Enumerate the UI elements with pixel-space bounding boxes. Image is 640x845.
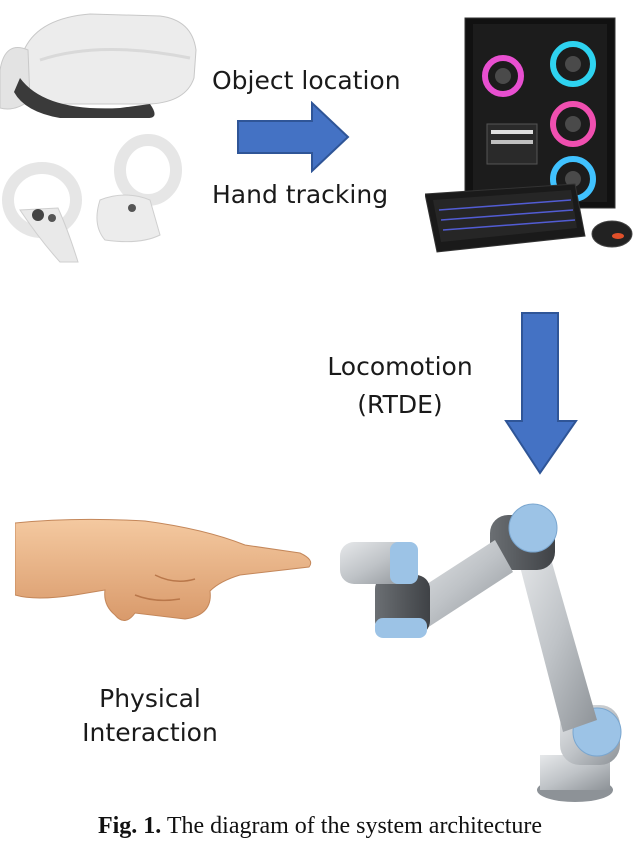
pointing-hand-image xyxy=(15,518,312,621)
figure-caption: Fig. 1. The diagram of the system archit… xyxy=(0,813,640,840)
object-location-label: Object location xyxy=(212,66,401,95)
robot-arm-image xyxy=(340,503,622,802)
caption-text: The diagram of the system architecture xyxy=(166,813,543,839)
down-arrow-icon xyxy=(504,312,578,475)
locomotion-label: Locomotion xyxy=(327,352,473,381)
physical-label: Physical xyxy=(99,684,201,713)
right-arrow-icon xyxy=(237,101,350,173)
hand-tracking-label: Hand tracking xyxy=(212,180,389,209)
rtde-label: (RTDE) xyxy=(357,390,443,419)
computer-image xyxy=(425,17,633,253)
interaction-label: Interaction xyxy=(82,718,218,747)
caption-prefix: Fig. 1. xyxy=(97,813,162,839)
vr-headset-image xyxy=(0,13,197,263)
